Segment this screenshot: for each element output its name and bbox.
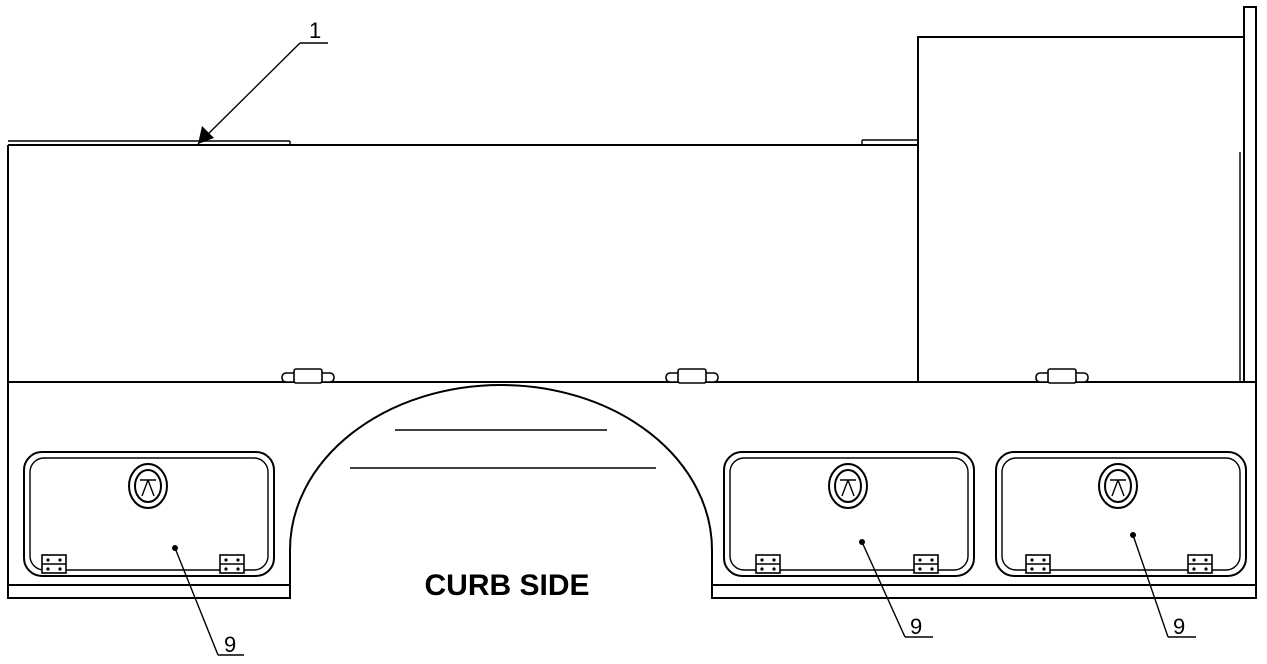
hinge-icon: [913, 554, 939, 574]
t-handle-icon: [1098, 463, 1138, 509]
callout-compartment-center: 9: [859, 539, 933, 639]
compartment-doors: [23, 451, 1247, 577]
rail-left: [7, 584, 291, 599]
callout-body: 1: [197, 18, 328, 145]
hinge-icon: [1025, 554, 1051, 574]
compartment-door-left: [23, 451, 275, 577]
seam-latches: [281, 368, 1089, 384]
view-label: CURB SIDE: [424, 569, 589, 602]
callout-label-compartment-center: 9: [910, 614, 922, 639]
right-cabinet: [917, 6, 1257, 598]
callout-label-body: 1: [309, 18, 321, 43]
t-handle-icon: [128, 463, 168, 509]
hinge-icon: [1187, 554, 1213, 574]
bottom-rails: [7, 584, 1257, 599]
cabinet-box: [917, 36, 1245, 383]
compartment-door-center: [723, 451, 975, 577]
wheel-arch: [289, 384, 713, 598]
wheel-well: [289, 384, 713, 598]
compartment-door-right: [995, 451, 1247, 577]
hinge-icon: [755, 554, 781, 574]
rail-right: [711, 584, 1257, 599]
side-post: [1243, 6, 1257, 383]
t-handle-icon: [828, 463, 868, 509]
hinge-icon: [41, 554, 67, 574]
callout-label-compartment-right: 9: [1173, 614, 1185, 639]
hinge-icon: [219, 554, 245, 574]
leader-arrowhead: [198, 126, 214, 144]
latch-1: [281, 368, 335, 384]
latch-3: [1035, 368, 1089, 384]
latch-2: [665, 368, 719, 384]
callout-compartment-left: 9: [172, 545, 244, 657]
callout-label-compartment-left: 9: [224, 632, 236, 657]
callout-compartment-right: 9: [1130, 532, 1196, 639]
